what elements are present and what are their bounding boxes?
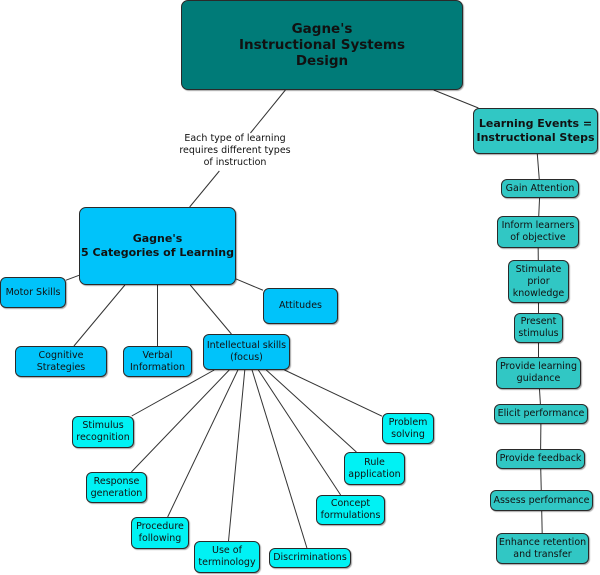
step-elicit-performance[interactable]: Elicit performance — [494, 404, 588, 424]
connector-events-s1 — [536, 153, 540, 180]
connector-intel-k7 — [265, 369, 357, 453]
step-stimulate-prior-knowledge[interactable]: Stimulate prior knowledge — [508, 260, 569, 303]
connector-cats-motor — [65, 274, 80, 281]
connector-cats-att — [235, 278, 264, 291]
connector-root-events — [433, 89, 479, 109]
step-provide-guidance[interactable]: Provide learning guidance — [496, 357, 581, 389]
connector-intel-k6 — [257, 369, 342, 496]
category-verbal-information[interactable]: Verbal Information — [123, 346, 192, 377]
step-gain-attention[interactable]: Gain Attention — [501, 179, 579, 198]
step-inform-learners[interactable]: Inform learners of objective — [497, 216, 579, 248]
connector-s1-s2 — [538, 197, 541, 217]
connector-cats-intel — [189, 284, 232, 335]
connector-intel-k8 — [284, 369, 383, 417]
skill-discriminations[interactable]: Discriminations — [269, 548, 351, 568]
connector-intel-k5 — [251, 369, 308, 549]
connector-intel-k3 — [167, 369, 239, 518]
category-attitudes[interactable]: Attitudes — [263, 288, 338, 324]
step-provide-feedback[interactable]: Provide feedback — [496, 449, 585, 469]
category-cognitive-strategies[interactable]: Cognitive Strategies — [15, 346, 107, 377]
step-enhance-retention[interactable]: Enhance retention and transfer — [496, 533, 589, 564]
skill-problem-solving[interactable]: Problem solving — [382, 413, 434, 444]
category-motor-skills[interactable]: Motor Skills — [0, 277, 66, 308]
categories-node[interactable]: Gagne's 5 Categories of Learning — [79, 207, 236, 285]
root-node[interactable]: Gagne's Instructional Systems Design — [181, 0, 463, 90]
link-label: Each type of learning requires different… — [179, 133, 291, 168]
skill-response-generation[interactable]: Response generation — [86, 472, 147, 503]
connector-s5-s6 — [538, 388, 541, 405]
connector-intel-k4 — [228, 369, 246, 542]
connector-intel-k2 — [131, 369, 230, 473]
skill-rule-application[interactable]: Rule application — [344, 452, 405, 485]
learning-events-node[interactable]: Learning Events = Instructional Steps — [473, 108, 598, 154]
connector-intel-k1 — [131, 369, 215, 417]
connector-root-label — [250, 89, 286, 134]
connector-s7-s8 — [540, 468, 542, 491]
skill-stimulus-recognition[interactable]: Stimulus recognition — [72, 416, 134, 448]
connector-label-cats — [189, 170, 220, 208]
step-assess-performance[interactable]: Assess performance — [490, 490, 593, 511]
skill-procedure-following[interactable]: Procedure following — [131, 517, 189, 549]
connector-cats-cog — [73, 284, 126, 347]
skill-concept-formulations[interactable]: Concept formulations — [316, 495, 385, 525]
step-present-stimulus[interactable]: Present stimulus — [514, 313, 563, 343]
skill-use-of-terminology[interactable]: Use of terminology — [194, 541, 260, 573]
category-intellectual-skills[interactable]: Intellectual skills (focus) — [203, 334, 290, 370]
